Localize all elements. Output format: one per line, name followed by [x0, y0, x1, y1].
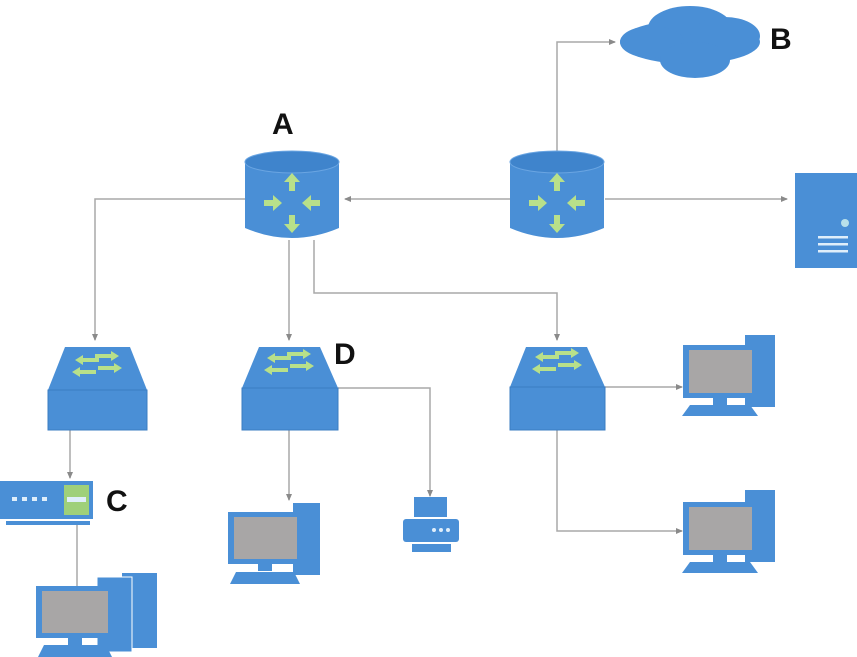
edge-switch-d-to-printer: [338, 387, 433, 497]
modem-c-icon: [0, 481, 93, 525]
pc-3a-icon: [682, 335, 775, 416]
edge-router-a-to-switch-3: [313, 240, 560, 341]
label-c: C: [106, 485, 128, 518]
router-a-icon: [244, 150, 340, 238]
connection-lines: [67, 39, 788, 610]
label-d: D: [334, 338, 356, 371]
edge-router-edge-to-cloud: [556, 39, 616, 152]
label-b: B: [770, 23, 792, 56]
edge-switch-3-to-pc-3b: [556, 430, 683, 534]
switch-3-icon: [509, 347, 606, 431]
router-edge-icon: [509, 150, 605, 238]
label-a: A: [272, 108, 294, 141]
edge-router-a-to-switch-1: [92, 198, 245, 341]
pc-d-icon: [228, 503, 320, 584]
pc-3b-icon: [682, 490, 775, 573]
switch-1-icon: [47, 347, 148, 431]
cloud-icon: [620, 6, 760, 78]
workstation-group-icon: [36, 573, 157, 657]
switch-d-icon: [241, 347, 339, 431]
server-icon: [795, 173, 857, 268]
printer-icon: [403, 497, 459, 552]
